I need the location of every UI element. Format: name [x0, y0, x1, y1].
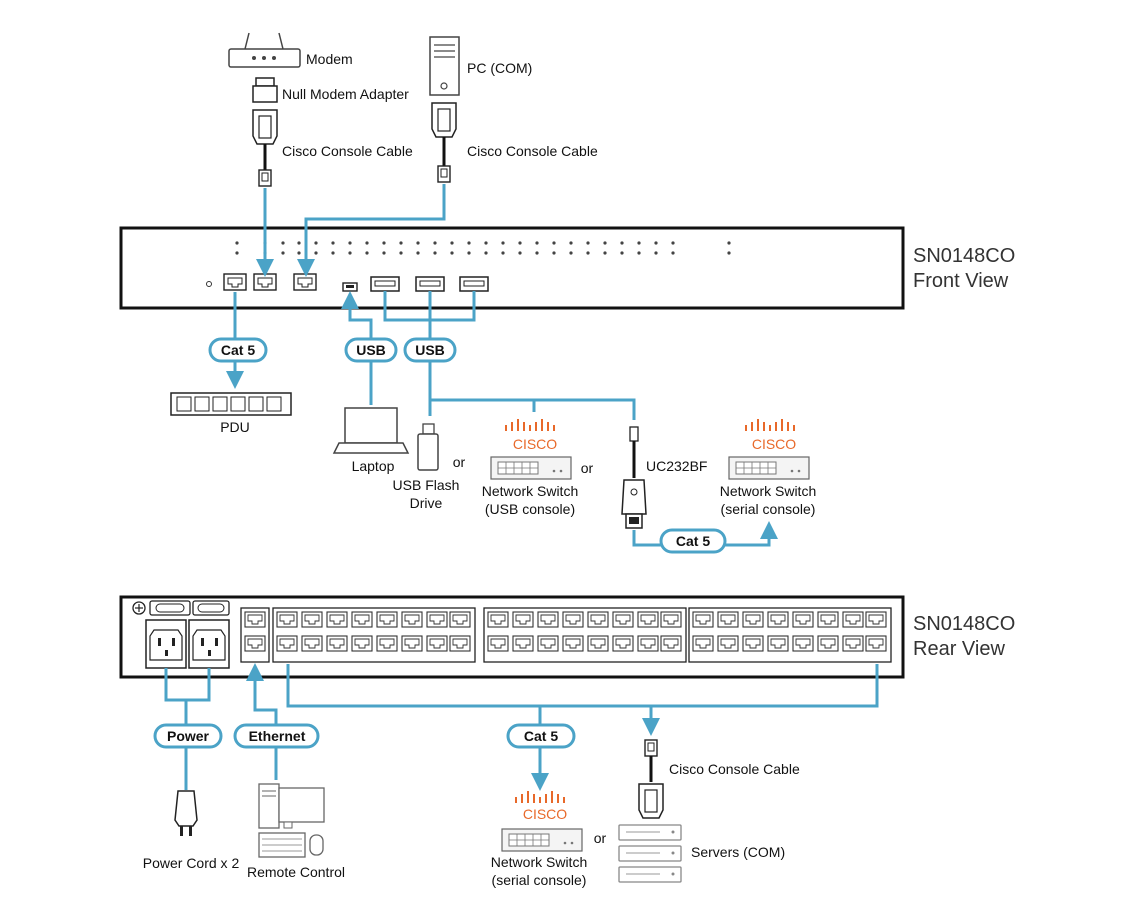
cisco-logo-usb-icon [505, 419, 555, 431]
modem-label: Modem [306, 51, 353, 67]
cisco-cable-rear-label: Cisco Console Cable [669, 761, 800, 777]
cisco-brand-rear: CISCO [523, 806, 567, 822]
power-inlet-1[interactable] [145, 619, 187, 669]
remote-computer-icon [258, 783, 325, 858]
usb-flash-label-2: Drive [410, 495, 443, 511]
rear-title-view: Rear View [913, 638, 1005, 660]
cisco-cable-rj45-left-icon [258, 169, 272, 187]
switch-usb-label-1: Network Switch [482, 483, 578, 499]
usb-flash-drive-icon [417, 423, 439, 471]
laptop-icon [332, 407, 410, 454]
cable-usb-branch [430, 398, 636, 420]
pdu-label: PDU [220, 419, 250, 435]
cisco-cable-left-label: Cisco Console Cable [282, 143, 413, 159]
pill-power-label: Power [167, 728, 210, 744]
pdu-icon [170, 392, 292, 416]
cable-rear-bus [286, 664, 879, 708]
rear-lan-ports[interactable] [240, 607, 270, 663]
front-title-model: SN0148CO [913, 245, 1015, 267]
pill-cat5-rear [506, 723, 576, 749]
front-usb-port-1[interactable] [370, 276, 400, 292]
pill-ethernet-label: Ethernet [249, 728, 306, 744]
power-inlet-2[interactable] [188, 619, 230, 669]
cisco-brand-serial: CISCO [752, 436, 796, 452]
pill-usb-left-label: USB [356, 342, 386, 358]
power-switch-1[interactable] [149, 600, 191, 616]
switch-serial-label-1: Network Switch [720, 483, 816, 499]
rear-title-model: SN0148CO [913, 613, 1015, 635]
ground-screw-icon [132, 601, 146, 615]
pill-cat5-front-label: Cat 5 [221, 342, 255, 358]
usb-flash-label-1: USB Flash [393, 477, 460, 493]
or-label-2: or [581, 460, 594, 476]
rear-port-bank-1[interactable] [272, 607, 476, 663]
front-usb-port-3[interactable] [459, 276, 489, 292]
pill-cat5-rear-label: Cat 5 [524, 728, 558, 744]
front-title-view: Front View [913, 270, 1009, 292]
reset-pinhole [206, 281, 212, 287]
front-panel [119, 226, 905, 310]
power-switch-2[interactable] [192, 600, 230, 616]
front-usb-port-2[interactable] [415, 276, 445, 292]
pill-cat5-front [208, 337, 268, 363]
rear-panel [119, 595, 905, 679]
uc232bf-label: UC232BF [646, 458, 707, 474]
or-label-1: or [453, 454, 466, 470]
cisco-cable-db9-right-icon [431, 102, 457, 138]
switch-rear-label-2: (serial console) [492, 872, 587, 888]
network-switch-serial-icon [728, 456, 810, 480]
null-modem-adapter-icon [252, 77, 278, 103]
cisco-cable-rj45-right-icon [437, 165, 451, 183]
power-cord-label: Power Cord x 2 [143, 855, 240, 871]
cisco-cable-db9-left-icon [252, 109, 278, 145]
or-label-3: or [594, 830, 607, 846]
front-mini-usb-port[interactable] [342, 282, 358, 292]
laptop-label: Laptop [352, 458, 395, 474]
network-switch-usb-icon [490, 456, 572, 480]
pill-cat5-uc [659, 528, 727, 554]
modem-icon [228, 32, 301, 68]
switch-usb-label-2: (USB console) [485, 501, 575, 517]
pc-com-label: PC (COM) [467, 60, 532, 76]
pill-cat5-uc-label: Cat 5 [676, 533, 710, 549]
cisco-cable-right-label: Cisco Console Cable [467, 143, 598, 159]
pill-power [153, 723, 223, 749]
cisco-logo-rear-icon [515, 791, 565, 803]
network-switch-rear-icon [501, 828, 583, 852]
front-port-console[interactable] [293, 273, 317, 291]
servers-icon [618, 824, 682, 883]
cable-pc-to-port [297, 184, 446, 277]
servers-label: Servers (COM) [691, 844, 785, 860]
switch-serial-label-2: (serial console) [721, 501, 816, 517]
switch-rear-label-1: Network Switch [491, 854, 587, 870]
power-cord-plug-icon [174, 790, 198, 836]
uc232bf-adapter-icon [621, 426, 647, 529]
pill-ethernet [233, 723, 320, 749]
front-port-1[interactable] [223, 273, 247, 291]
remote-control-label: Remote Control [247, 864, 345, 880]
rear-port-bank-3[interactable] [688, 607, 892, 663]
front-port-2[interactable] [253, 273, 277, 291]
pill-usb-left [344, 337, 398, 363]
pill-usb-right-label: USB [415, 342, 445, 358]
cisco-brand-usb: CISCO [513, 436, 557, 452]
rear-port-bank-2[interactable] [483, 607, 687, 663]
cisco-logo-serial-icon [745, 419, 795, 431]
pc-tower-icon [429, 36, 460, 96]
cisco-cable-rear-icon [638, 739, 664, 819]
pill-usb-right [403, 337, 457, 363]
null-modem-label: Null Modem Adapter [282, 86, 409, 102]
